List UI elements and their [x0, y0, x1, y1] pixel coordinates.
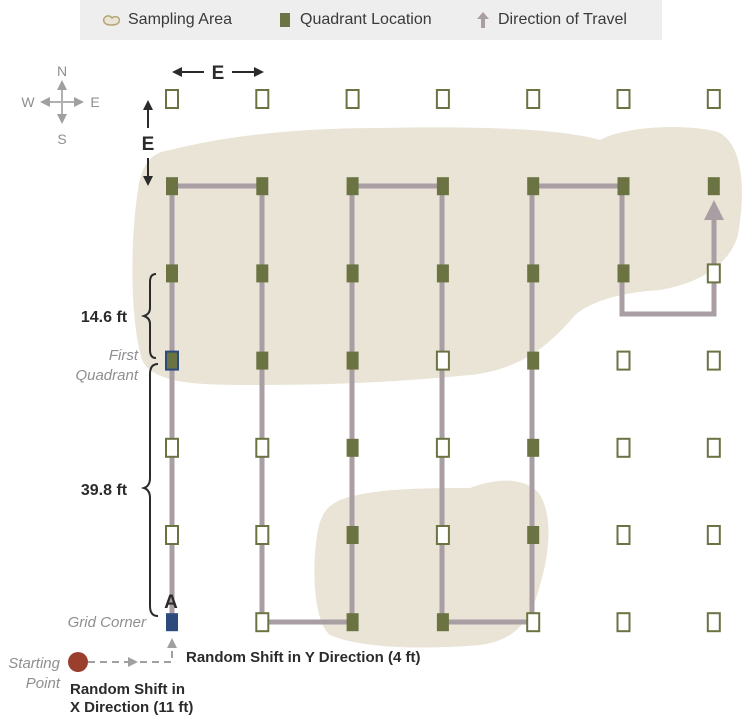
random-shift: [68, 638, 177, 672]
quadrant-grid: [165, 89, 721, 633]
quadrant-sampled: [617, 177, 630, 196]
legend-label-quadrant-location: Quadrant Location: [300, 11, 432, 28]
legend-entry-direction: Direction of Travel: [476, 0, 627, 40]
quadrant-empty: [706, 263, 721, 284]
legend-label-direction: Direction of Travel: [498, 11, 627, 28]
compass-south: S: [57, 131, 66, 147]
quadrant-sampled: [527, 351, 540, 370]
spacing-east-vertical-label: E: [142, 134, 155, 155]
quadrant-sampled: [527, 438, 540, 457]
quadrant-empty: [435, 89, 450, 109]
starting-point-label-1: Starting: [8, 655, 60, 672]
starting-point-label-2: Point: [26, 675, 61, 692]
quadrant-empty: [255, 525, 270, 545]
quadrant-swatch-icon: [280, 13, 290, 27]
compass: N S W E: [21, 63, 99, 147]
quadrant-empty: [706, 437, 721, 458]
quadrant-sampled: [346, 177, 359, 196]
shift-y-arrow: [140, 638, 177, 663]
quadrant-empty: [706, 525, 721, 545]
brace-14-6ft: [140, 273, 157, 359]
first-quadrant-label-2: Quadrant: [75, 367, 138, 384]
brace-39-8ft: [140, 363, 159, 617]
quadrant-empty: [616, 350, 631, 371]
quadrant-empty: [165, 525, 179, 545]
spacing-east-label: E: [212, 63, 225, 84]
quadrant-empty: [526, 612, 541, 633]
compass-west: W: [21, 94, 35, 110]
quadrant-sampled: [166, 177, 178, 196]
quadrant-sampled: [436, 177, 449, 196]
measurement-braces: [140, 273, 159, 617]
quadrant-empty: [616, 89, 631, 109]
compass-east: E: [90, 94, 99, 110]
quadrant-empty: [435, 437, 450, 458]
offset-y-label: 39.8 ft: [81, 482, 128, 499]
quadrant-empty: [706, 612, 721, 633]
quadrant-sampled: [527, 264, 540, 283]
first-quadrant-label-1: First: [109, 347, 139, 364]
quadrant-empty: [255, 437, 270, 458]
spacing-east-horizontal: E: [172, 63, 264, 84]
quadrant-grid-corner: [166, 613, 178, 632]
quadrant-empty: [706, 350, 721, 371]
spacing-east-vertical: E: [142, 100, 155, 186]
travel-path: [169, 183, 724, 625]
quadrant-empty: [255, 612, 270, 633]
quadrant-sampled: [346, 351, 359, 370]
legend-entry-sampling-area: Sampling Area: [100, 0, 232, 40]
sampling-area-regions: [132, 126, 742, 648]
quadrant-sampled: [256, 177, 269, 196]
direction-arrow-icon: [477, 12, 489, 28]
shift-y-label: Random Shift in Y Direction (4 ft): [186, 649, 420, 666]
quadrant-empty: [526, 89, 541, 109]
quadrant-empty: [435, 350, 450, 371]
quadrant-empty: [165, 89, 179, 109]
shift-x-label-1: Random Shift in: [70, 681, 185, 698]
quadrant-sampled: [256, 351, 269, 370]
quadrant-first: [165, 350, 179, 371]
quadrant-empty: [616, 612, 631, 633]
shift-x-label-2: X Direction (11 ft): [70, 699, 193, 716]
quadrant-empty: [706, 89, 721, 109]
quadrant-sampled: [346, 613, 359, 632]
sampling-area-lower: [314, 480, 549, 648]
quadrant-sampled: [527, 526, 540, 544]
quadrant-sampled: [346, 438, 359, 457]
travel-path-line: [169, 183, 724, 625]
compass-north: N: [57, 63, 67, 79]
quadrant-empty: [616, 525, 631, 545]
quadrant-sampled: [436, 613, 449, 632]
sampling-area-main: [132, 126, 742, 386]
quadrant-sampled: [346, 264, 359, 283]
legend-entry-quadrant-location: Quadrant Location: [278, 0, 432, 40]
grid-corner-label: Grid Corner: [68, 614, 147, 631]
quadrant-sampled: [166, 264, 178, 283]
quadrant-empty: [255, 89, 270, 109]
corner-marker-label: A: [164, 592, 178, 613]
sampling-area-swatch-icon: [102, 15, 121, 26]
quadrant-sampled: [346, 526, 359, 544]
starting-point-marker: [68, 652, 88, 672]
quadrant-sampled: [707, 177, 720, 196]
quadrant-empty: [165, 437, 179, 458]
quadrant-empty: [616, 437, 631, 458]
quadrant-sampled: [527, 177, 540, 196]
quadrant-sampled: [256, 264, 269, 283]
legend-label-sampling-area: Sampling Area: [128, 11, 233, 28]
quadrant-sampled: [617, 264, 630, 283]
quadrant-empty: [435, 525, 450, 545]
quadrant-empty: [345, 89, 360, 109]
quadrant-sampled: [436, 264, 449, 283]
spacing-y-label: 14.6 ft: [81, 309, 128, 326]
legend: Sampling Area Quadrant Location Directio…: [80, 0, 662, 40]
